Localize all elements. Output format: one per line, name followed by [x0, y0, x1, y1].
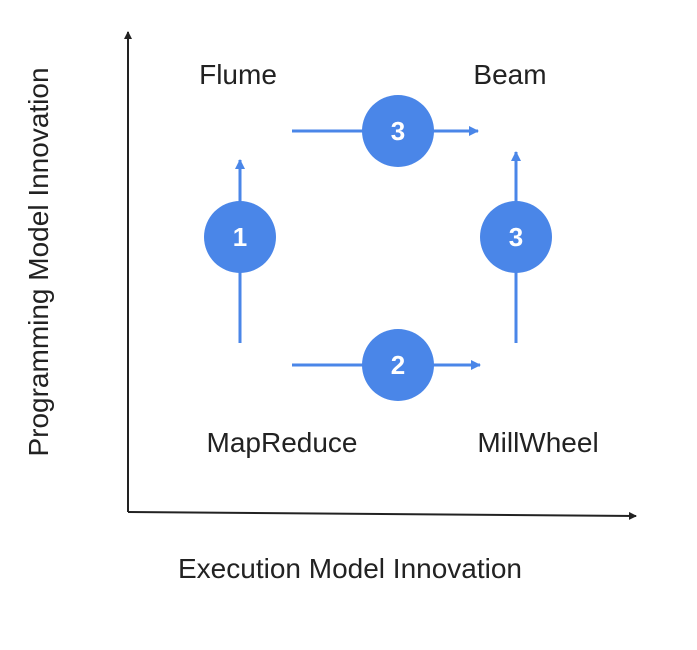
- step-1-arrow: 1: [204, 159, 276, 343]
- node-beam: Beam: [473, 59, 546, 90]
- step-circle: [362, 329, 434, 401]
- step-number: 2: [391, 350, 405, 380]
- step-3-right-arrow: 3: [480, 151, 552, 343]
- node-mapreduce: MapReduce: [207, 427, 358, 458]
- step-number: 1: [233, 222, 247, 252]
- step-circle: [204, 201, 276, 273]
- step-3-top-arrow: 3: [292, 95, 479, 167]
- step-circle: [362, 95, 434, 167]
- x-axis-label: Execution Model Innovation: [178, 553, 522, 584]
- step-number: 3: [391, 116, 405, 146]
- x-axis-line: [127, 511, 637, 520]
- step-2-arrow: 2: [292, 329, 481, 401]
- step-number: 3: [509, 222, 523, 252]
- step-circle: [480, 201, 552, 273]
- node-millwheel: MillWheel: [477, 427, 598, 458]
- node-flume: Flume: [199, 59, 277, 90]
- y-axis-label: Programming Model Innovation: [23, 67, 54, 456]
